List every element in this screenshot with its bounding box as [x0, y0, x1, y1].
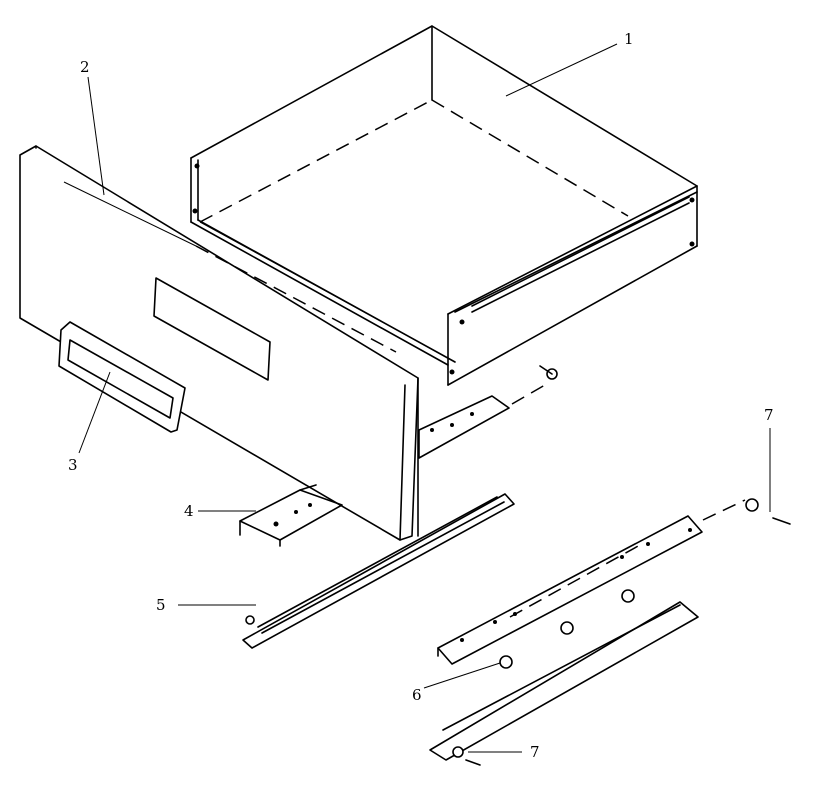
callout-3: 3	[68, 456, 78, 474]
rail-bracket-left	[239, 484, 343, 547]
callout-labels: 1 2 3 4 5 6 7 7	[68, 30, 774, 761]
leader-lines	[78, 43, 771, 753]
drawer-slide-rail	[242, 493, 515, 649]
fasteners	[452, 365, 791, 766]
drawer-front-panel	[19, 145, 419, 541]
drawer-handle	[58, 321, 186, 433]
callout-5: 5	[156, 596, 166, 614]
callout-7-lower: 7	[530, 743, 540, 761]
drawer-box	[190, 25, 698, 386]
cabinet-slide-rail-lower	[429, 601, 699, 761]
callout-1: 1	[624, 30, 634, 48]
callout-6: 6	[412, 686, 422, 704]
rear-rail-bracket	[418, 395, 510, 459]
callout-2: 2	[80, 58, 90, 76]
callout-7-upper: 7	[764, 406, 774, 424]
cabinet-slide-rail-upper	[437, 515, 703, 665]
callout-4: 4	[184, 502, 194, 520]
